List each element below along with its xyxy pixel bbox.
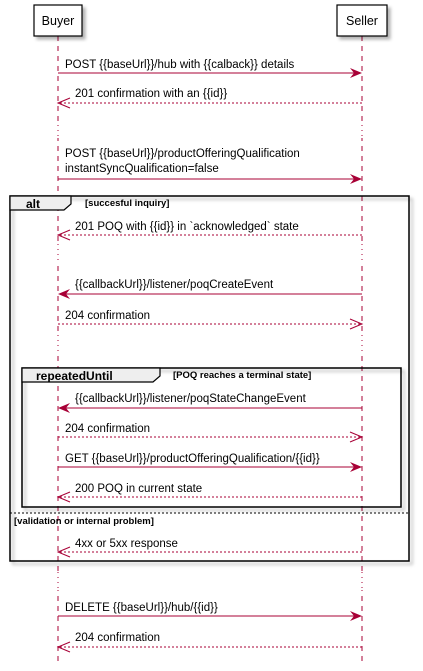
message-label: {{callbackUrl}}/listener/poqCreateEvent (75, 279, 274, 291)
message-label: GET {{baseUrl}}/productOfferingQualifica… (65, 453, 320, 465)
seller-participant-label: Seller (346, 14, 378, 28)
delay-markers (56, 120, 364, 590)
message-label: 200 POQ in current state (75, 483, 202, 495)
buyer-participant: Buyer (33, 4, 83, 37)
message-error-response: 4xx or 5xx response (56, 538, 362, 558)
loop-frame-condition: [POQ reaches a terminal state] (173, 370, 311, 381)
message-hub-confirmation: 201 confirmation with an {{id}} (56, 88, 362, 109)
message-get-poq: GET {{baseUrl}}/productOfferingQualifica… (58, 453, 362, 472)
message-label: POST {{baseUrl}}/productOfferingQualific… (65, 148, 300, 160)
repeated-until-frame: repeatedUntil [POQ reaches a terminal st… (21, 367, 402, 508)
message-label: {{callbackUrl}}/listener/poqStateChangeE… (75, 393, 307, 405)
alt-else-condition: [validation or internal problem] (14, 516, 154, 527)
message-label-line2: instantSyncQualification=false (65, 163, 219, 175)
message-post-hub: POST {{baseUrl}}/hub with {{calback}} de… (58, 59, 362, 78)
message-poq-create-event: {{callbackUrl}}/listener/poqCreateEvent (58, 279, 362, 299)
message-poq-state-change-event: {{callbackUrl}}/listener/poqStateChangeE… (58, 393, 362, 413)
message-create-event-confirmation: 204 confirmation (58, 310, 364, 330)
message-post-poq: POST {{baseUrl}}/productOfferingQualific… (58, 148, 362, 184)
message-poq-current-state: 200 POQ in current state (56, 483, 362, 503)
alt-frame-condition: [succesful inquiry] (85, 198, 169, 209)
loop-frame-keyword: repeatedUntil (36, 369, 113, 383)
message-label: 4xx or 5xx response (75, 538, 178, 550)
message-label: 204 confirmation (65, 423, 150, 435)
message-state-change-confirmation: 204 confirmation (58, 423, 364, 443)
message-label: DELETE {{baseUrl}}/hub/{{id}} (65, 602, 218, 614)
message-label: 201 confirmation with an {{id}} (75, 88, 227, 100)
message-delete-confirmation: 204 confirmation (56, 632, 362, 653)
seller-participant: Seller (336, 4, 388, 37)
alt-frame: alt [succesful inquiry] [validation or i… (9, 195, 410, 562)
message-label: 204 confirmation (75, 632, 160, 644)
message-poq-acknowledged: 201 POQ with {{id}} in `acknowledged` st… (56, 221, 362, 241)
message-label: POST {{baseUrl}}/hub with {{calback}} de… (65, 59, 295, 71)
buyer-participant-label: Buyer (42, 14, 75, 28)
message-label: 201 POQ with {{id}} in `acknowledged` st… (75, 221, 299, 233)
message-label: 204 confirmation (65, 310, 150, 322)
message-delete-hub: DELETE {{baseUrl}}/hub/{{id}} (58, 602, 362, 621)
alt-frame-keyword: alt (26, 197, 40, 211)
